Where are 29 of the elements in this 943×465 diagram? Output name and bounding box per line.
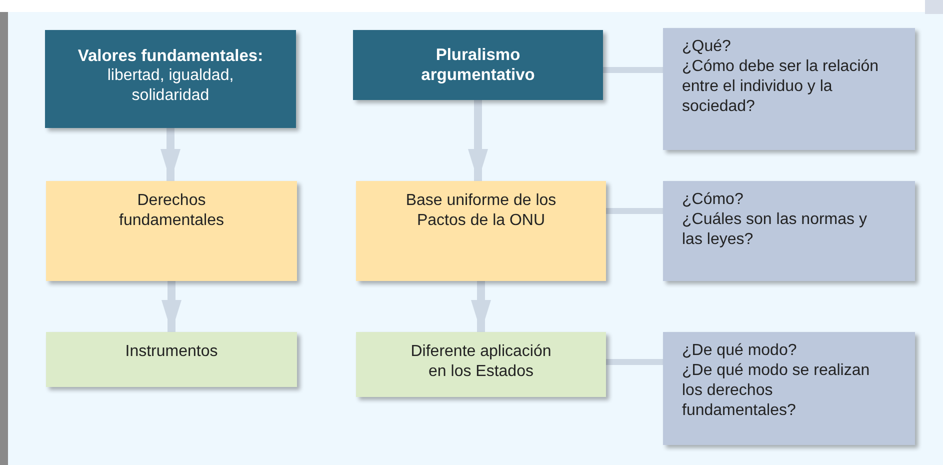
question-heading: ¿Cómo? (682, 190, 744, 210)
question-box (663, 181, 915, 281)
question-heading: ¿De qué modo? (682, 341, 798, 361)
connector-line (606, 208, 663, 214)
connector-line (606, 359, 663, 365)
arrow (471, 281, 491, 332)
box-text: Diferente aplicación en los Estados (410, 342, 552, 382)
rights-box (46, 181, 297, 281)
value-box (45, 30, 296, 128)
question-box (663, 332, 915, 445)
question-text: ¿De qué modo se realizan los derechos fundamentales? (682, 361, 871, 421)
rights-box (356, 181, 606, 281)
connector-line (603, 67, 663, 73)
box-heading: Valores fundamentales: (78, 46, 264, 66)
question-heading: ¿Qué? (682, 37, 732, 57)
value-box (353, 30, 603, 100)
arrow (162, 281, 182, 332)
box-text: Base uniforme de los Pactos de la ONU (404, 191, 558, 231)
box-text: Derechos fundamentales (118, 191, 225, 231)
question-text: ¿Cuáles son las normas y las leyes? (682, 210, 868, 250)
arrow (160, 128, 180, 181)
box-heading: Pluralismo argumentativo (420, 45, 536, 85)
arrow (468, 100, 488, 181)
box-text: libertad, igualdad, solidaridad (106, 66, 235, 106)
application-box (46, 332, 297, 387)
question-box (663, 28, 915, 150)
question-text: ¿Cómo debe ser la relación entre el individuo y la sociedad? (682, 57, 880, 117)
box-text: Instrumentos (125, 342, 218, 362)
application-box (356, 332, 606, 397)
